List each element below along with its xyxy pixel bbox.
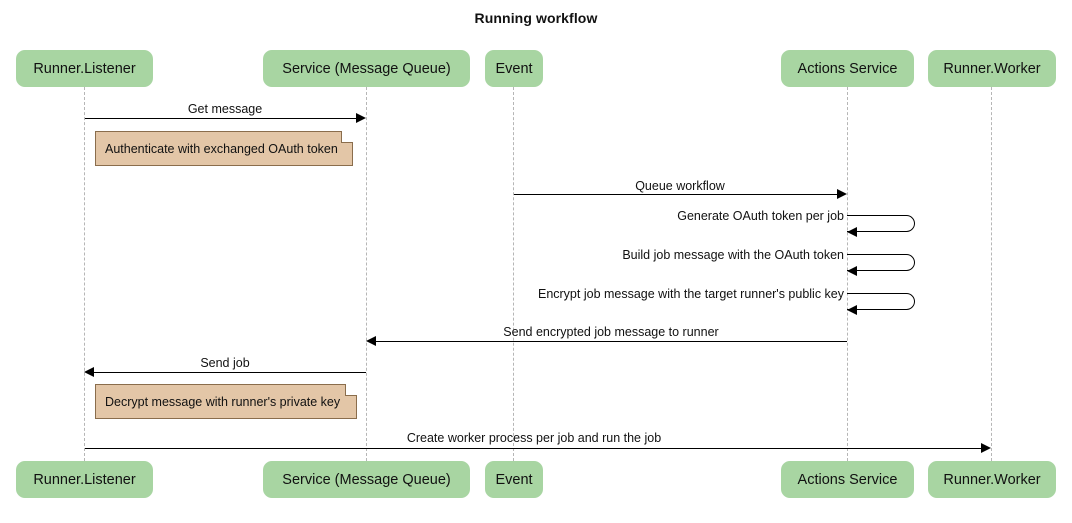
- page-title: Running workflow: [474, 10, 598, 26]
- message-label-encrypt-job-message: Encrypt job message with the target runn…: [537, 287, 844, 301]
- self-loop-encrypt-job-message: [847, 293, 915, 310]
- message-line-create-worker-process: [85, 448, 982, 449]
- participant-runner-listener-top[interactable]: Runner.Listener: [16, 50, 153, 87]
- participant-label: Event: [495, 471, 533, 488]
- message-label-queue-workflow: Queue workflow: [635, 179, 725, 193]
- arrow-head-create-worker-process: [981, 443, 991, 453]
- participant-label: Runner.Worker: [943, 60, 1041, 77]
- message-label-create-worker-process: Create worker process per job and run th…: [406, 431, 662, 445]
- lifeline-runner-worker: [991, 87, 992, 461]
- participant-actions-service-top[interactable]: Actions Service: [781, 50, 914, 87]
- participant-label: Event: [495, 60, 533, 77]
- arrow-head-queue-workflow: [837, 189, 847, 199]
- participant-actions-service-bottom[interactable]: Actions Service: [781, 461, 914, 498]
- participant-label: Service (Message Queue): [282, 60, 451, 77]
- participant-runner-listener-bottom[interactable]: Runner.Listener: [16, 461, 153, 498]
- participant-event-bottom[interactable]: Event: [485, 461, 543, 498]
- message-label-send-job: Send job: [200, 356, 250, 370]
- message-line-queue-workflow: [514, 194, 838, 195]
- message-label-generate-oauth-token: Generate OAuth token per job: [677, 209, 844, 223]
- participant-service-message-queue-top[interactable]: Service (Message Queue): [263, 50, 470, 87]
- self-loop-generate-oauth-token: [847, 215, 915, 232]
- note-text: Decrypt message with runner's private ke…: [105, 394, 341, 409]
- note-fold-corner-icon: [341, 131, 353, 143]
- participant-runner-worker-top[interactable]: Runner.Worker: [928, 50, 1056, 87]
- participant-label: Actions Service: [797, 471, 898, 488]
- participant-label: Runner.Listener: [33, 60, 136, 77]
- message-label-get-message: Get message: [187, 102, 263, 116]
- arrow-head-send-encrypted-job-message: [366, 336, 376, 346]
- participant-runner-worker-bottom[interactable]: Runner.Worker: [928, 461, 1056, 498]
- participant-label: Runner.Listener: [33, 471, 136, 488]
- message-line-get-message: [85, 118, 357, 119]
- message-line-send-encrypted-job-message: [376, 341, 847, 342]
- note-fold-corner-icon: [345, 384, 357, 396]
- arrow-head-build-job-message: [847, 266, 857, 276]
- note-text: Authenticate with exchanged OAuth token: [105, 141, 338, 156]
- participant-event-top[interactable]: Event: [485, 50, 543, 87]
- self-loop-build-job-message: [847, 254, 915, 271]
- arrow-head-send-job: [84, 367, 94, 377]
- participant-label: Actions Service: [797, 60, 898, 77]
- message-label-build-job-message: Build job message with the OAuth token: [622, 248, 844, 262]
- arrow-head-generate-oauth-token: [847, 227, 857, 237]
- participant-label: Runner.Worker: [943, 471, 1041, 488]
- participant-label: Service (Message Queue): [282, 471, 451, 488]
- message-line-send-job: [94, 372, 366, 373]
- message-label-send-encrypted-job-message: Send encrypted job message to runner: [503, 325, 719, 339]
- note-decrypt-private-key: Decrypt message with runner's private ke…: [95, 384, 357, 419]
- lifeline-service-message-queue: [366, 87, 367, 461]
- arrow-head-get-message: [356, 113, 366, 123]
- note-authenticate-oauth: Authenticate with exchanged OAuth token: [95, 131, 353, 166]
- lifeline-event: [513, 87, 514, 461]
- lifeline-runner-listener: [84, 87, 85, 461]
- participant-service-message-queue-bottom[interactable]: Service (Message Queue): [263, 461, 470, 498]
- arrow-head-encrypt-job-message: [847, 305, 857, 315]
